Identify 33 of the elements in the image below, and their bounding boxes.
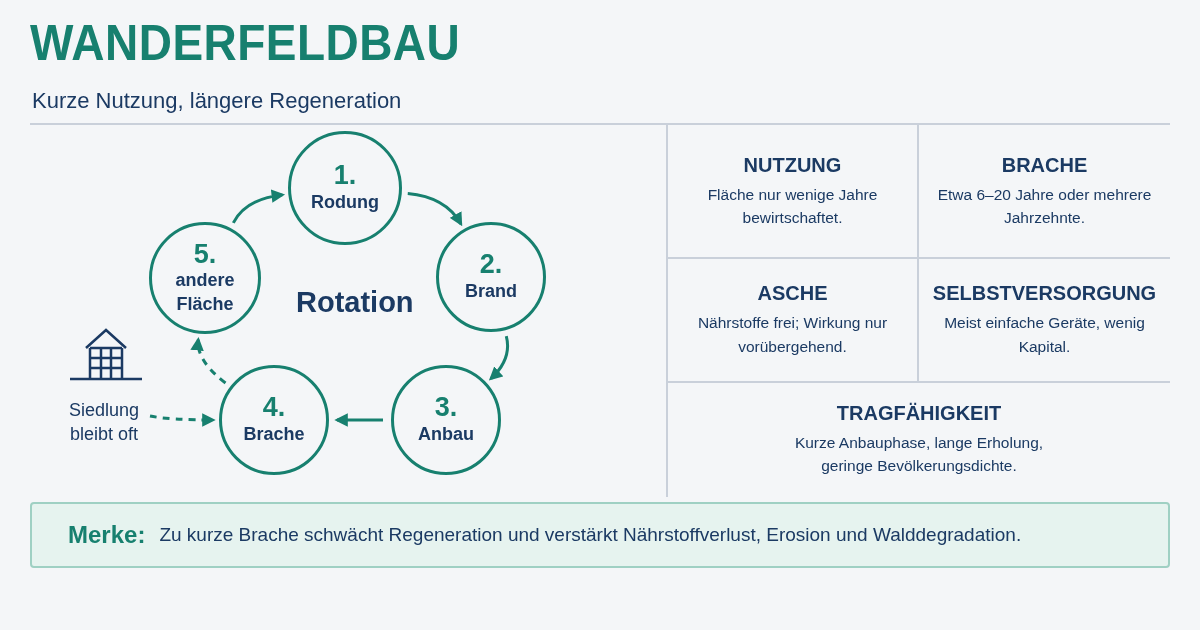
title: WANDERFELDBAU (30, 14, 461, 72)
arrow (149, 413, 216, 427)
note-box (30, 502, 1170, 568)
cell-text: Nährstoffe frei; Wirkung nur vorübergehend. (696, 313, 889, 357)
cell-heading: TRAGFÄHIGKEIT (836, 401, 1002, 425)
arrow (407, 192, 463, 227)
note-heading: Merke: (68, 521, 146, 549)
step-label: Brache (243, 423, 305, 447)
step-number: 5. (193, 239, 217, 270)
cell-heading: SELBSTVERSORGUNG (932, 282, 1157, 306)
step-label: andere Fläche (174, 269, 236, 316)
cell-text: Fläche nur wenige Jahre bewirtschaftet. (706, 184, 879, 228)
step-label: Rodung (311, 191, 379, 215)
subtitle: Kurze Nutzung, längere Regeneration (32, 88, 402, 114)
caption-text: Siedlung bleibt oft (67, 399, 141, 447)
note-text: Zu kurze Brache schwächt Regeneration und verstärkt Nährstoffverlust, Erosion und Walddegradation. (159, 524, 1022, 546)
step-number: 2. (479, 250, 503, 281)
cell-heading: BRACHE (1001, 153, 1088, 177)
step-number: 3. (434, 393, 458, 424)
cell-text: Etwa 6–20 Jahre oder mehrere Jahrzehnte. (936, 184, 1153, 228)
center-label: Rotation (296, 286, 414, 319)
cell-heading: ASCHE (757, 282, 828, 306)
arrow (191, 336, 227, 385)
step-label: Anbau (418, 423, 474, 447)
arrow (488, 335, 510, 381)
step-number: 4. (262, 393, 286, 424)
step-label: Brand (465, 280, 517, 304)
cell-text: Kurze Anbauphase, lange Erholung, geringe Bevölkerungsdichte. (793, 432, 1045, 476)
arrow (334, 413, 383, 427)
arrow (232, 189, 286, 224)
step-number: 1. (333, 161, 357, 192)
cell-heading: NUTZUNG (743, 153, 842, 177)
cell-text: Meist einfache Geräte, wenig Kapital. (943, 313, 1146, 357)
